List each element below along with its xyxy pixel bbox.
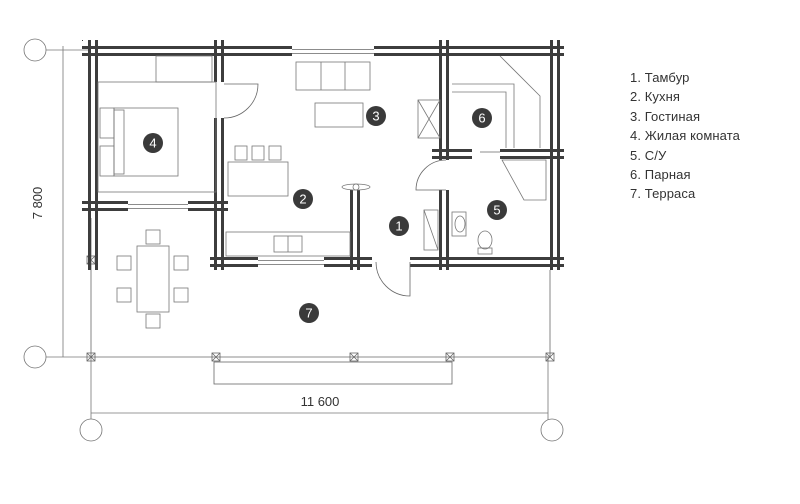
legend-item-sauna: 6. Парная bbox=[630, 167, 691, 183]
room-marker-3: 3 bbox=[366, 106, 386, 126]
svg-text:7: 7 bbox=[305, 306, 312, 321]
windows bbox=[128, 44, 374, 269]
svg-text:4: 4 bbox=[149, 136, 156, 151]
dimension-lines bbox=[45, 46, 549, 432]
doors bbox=[212, 82, 500, 297]
svg-text:2: 2 bbox=[299, 192, 306, 207]
furniture bbox=[97, 55, 547, 329]
room-legend: 1. Тамбур 2. Кухня 3. Гостиная 4. Жилая … bbox=[630, 68, 740, 204]
svg-text:5: 5 bbox=[493, 203, 500, 218]
legend-item-bedroom: 4. Жилая комната bbox=[630, 128, 740, 144]
svg-text:6: 6 bbox=[478, 111, 485, 126]
svg-text:3: 3 bbox=[372, 109, 379, 124]
legend-item-tambour: 1. Тамбур bbox=[630, 70, 690, 85]
axis-markers bbox=[23, 38, 564, 442]
width-dimension-label: 11 600 bbox=[301, 394, 340, 409]
room-marker-6: 6 bbox=[472, 108, 492, 128]
room-marker-2: 2 bbox=[293, 189, 313, 209]
room-marker-4: 4 bbox=[143, 133, 163, 153]
room-markers: 1 2 3 4 5 6 7 bbox=[143, 106, 507, 323]
room-marker-1: 1 bbox=[389, 216, 409, 236]
legend-item-living-room: 3. Гостиная bbox=[630, 108, 701, 124]
legend-item-bathroom: 5. С/У bbox=[630, 147, 667, 163]
legend-item-terrace: 7. Терраса bbox=[630, 186, 696, 202]
height-dimension-label: 7 800 bbox=[30, 187, 45, 220]
terrace-posts bbox=[86, 255, 555, 362]
svg-text:1: 1 bbox=[395, 219, 402, 234]
room-marker-7: 7 bbox=[299, 303, 319, 323]
legend-item-kitchen: 2. Кухня bbox=[630, 89, 681, 105]
room-marker-5: 5 bbox=[487, 200, 507, 220]
